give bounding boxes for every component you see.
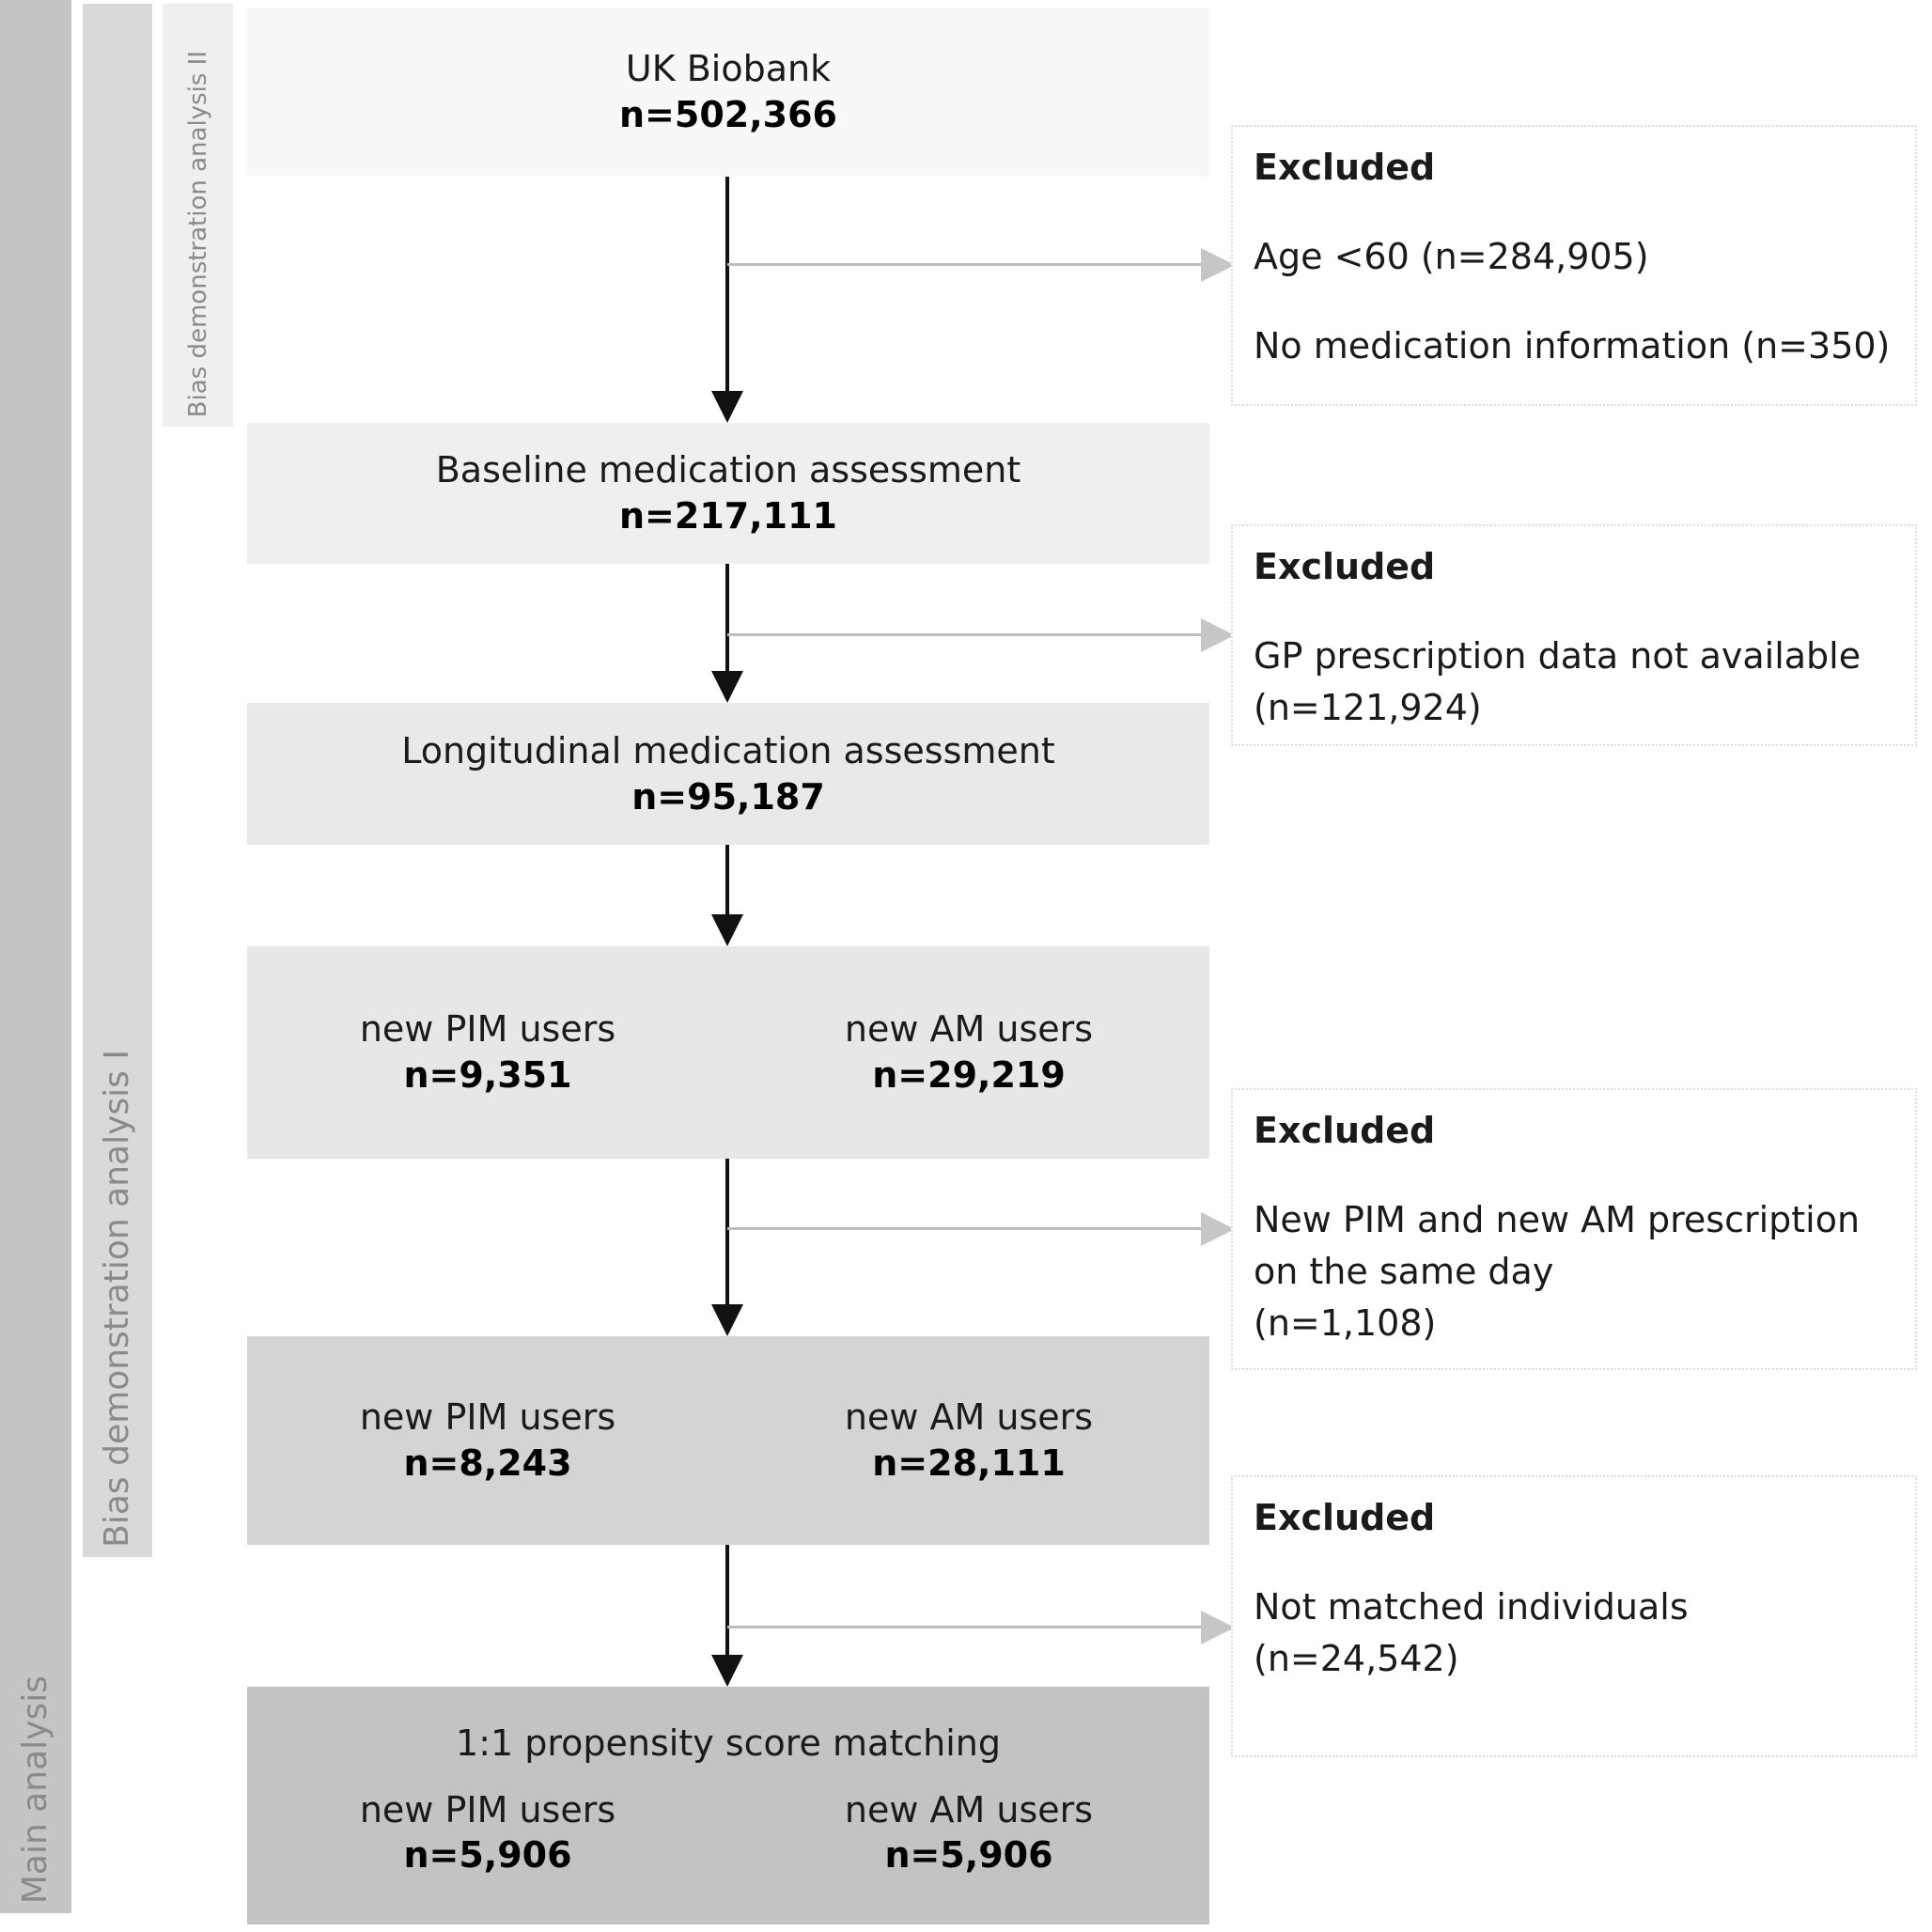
new-users-1-row: new PIM users n=9,351 new AM users n=29,…: [247, 1006, 1209, 1098]
excluded-item-line: Not matched individuals: [1254, 1586, 1689, 1628]
excluded-item-line: Age <60 (n=284,905): [1254, 236, 1649, 277]
matched-pim-users-count: n=5,906: [403, 1834, 572, 1877]
excluded-item-line: GP prescription data not available: [1254, 635, 1862, 677]
matched-pim-users-title: new PIM users: [359, 1788, 616, 1831]
matched-row: new PIM users n=5,906 new AM users n=5,9…: [247, 1787, 1209, 1878]
excluded-box-1-heading: Excluded: [1254, 147, 1436, 188]
excluded-item-line: (n=24,542): [1254, 1638, 1459, 1679]
excluded-box-3-heading: Excluded: [1254, 1110, 1436, 1151]
exclusion-arrow-2-line: [727, 633, 1203, 636]
excluded-box-2-heading: Excluded: [1254, 546, 1436, 587]
exclusion-arrow-1-head-icon: [1201, 248, 1235, 282]
flow-box-new-users-2: new PIM users n=8,243 new AM users n=28,…: [247, 1336, 1209, 1545]
propensity-matching-title: 1:1 propensity score matching: [456, 1722, 1001, 1764]
longitudinal-count: n=95,187: [631, 775, 825, 818]
excluded-item: GP prescription data not available (n=12…: [1254, 631, 1894, 734]
new-pim-users-1-count: n=9,351: [403, 1054, 572, 1096]
excluded-item-line: No medication information (n=350): [1254, 325, 1891, 366]
excluded-box-2: Excluded GP prescription data not availa…: [1231, 524, 1917, 746]
new-pim-users-2: new PIM users n=8,243: [247, 1394, 728, 1486]
down-arrow-4-line: [725, 1159, 729, 1304]
down-arrow-3-head-icon: [711, 914, 743, 946]
excluded-box-1: Excluded Age <60 (n=284,905) No medicati…: [1231, 125, 1917, 406]
matched-am-users-count: n=5,906: [884, 1834, 1053, 1877]
exclusion-arrow-3-head-icon: [1201, 1212, 1235, 1246]
down-arrow-1-head-icon: [711, 391, 743, 423]
down-arrow-5-head-icon: [711, 1655, 743, 1687]
down-arrow-4-head-icon: [711, 1304, 743, 1336]
new-am-users-1: new AM users n=29,219: [728, 1006, 1209, 1098]
band-bias-demonstration-analysis-1: Bias demonstration analysis I: [83, 4, 152, 1557]
excluded-item: Not matched individuals (n=24,542): [1254, 1581, 1894, 1685]
excluded-item: Age <60 (n=284,905): [1254, 231, 1894, 283]
exclusion-arrow-1-line: [727, 263, 1203, 266]
exclusion-arrow-4-line: [727, 1626, 1203, 1628]
new-am-users-1-title: new AM users: [844, 1008, 1094, 1051]
new-pim-users-2-count: n=8,243: [403, 1442, 572, 1484]
band-main-analysis-label: Main analysis: [16, 1675, 55, 1904]
excluded-item: New PIM and new AM prescription on the s…: [1254, 1194, 1894, 1349]
exclusion-arrow-4-head-icon: [1201, 1611, 1235, 1644]
band-bias-demonstration-analysis-2: Bias demonstration analysis II: [163, 4, 233, 427]
matched-am-users: new AM users n=5,906: [728, 1787, 1209, 1878]
new-pim-users-1: new PIM users n=9,351: [247, 1006, 728, 1098]
new-pim-users-1-title: new PIM users: [359, 1008, 616, 1051]
new-am-users-1-count: n=29,219: [872, 1054, 1066, 1096]
uk-biobank-count: n=502,366: [619, 94, 837, 135]
exclusion-arrow-2-head-icon: [1201, 618, 1235, 652]
flow-box-uk-biobank: UK Biobank n=502,366: [247, 8, 1209, 177]
down-arrow-2-line: [725, 564, 729, 671]
excluded-item: No medication information (n=350): [1254, 320, 1894, 372]
flow-box-baseline-assessment: Baseline medication assessment n=217,111: [247, 423, 1209, 564]
band-bias-analysis-2-label: Bias demonstration analysis II: [183, 50, 212, 417]
down-arrow-3-line: [725, 845, 729, 914]
flow-box-longitudinal-assessment: Longitudinal medication assessment n=95,…: [247, 703, 1209, 845]
excluded-box-4: Excluded Not matched individuals (n=24,5…: [1231, 1475, 1917, 1757]
new-am-users-2-title: new AM users: [844, 1396, 1094, 1439]
longitudinal-title: Longitudinal medication assessment: [401, 729, 1055, 771]
excluded-item-line: New PIM and new AM prescription: [1254, 1199, 1861, 1240]
band-bias-analysis-1-label: Bias demonstration analysis I: [98, 1050, 136, 1548]
baseline-count: n=217,111: [619, 495, 837, 537]
excluded-box-4-heading: Excluded: [1254, 1497, 1436, 1538]
new-am-users-2: new AM users n=28,111: [728, 1394, 1209, 1486]
exclusion-arrow-3-line: [727, 1227, 1203, 1230]
new-pim-users-2-title: new PIM users: [359, 1396, 616, 1439]
band-main-analysis: Main analysis: [0, 0, 71, 1913]
new-users-2-row: new PIM users n=8,243 new AM users n=28,…: [247, 1394, 1209, 1486]
uk-biobank-title: UK Biobank: [625, 48, 832, 90]
excluded-item-line: (n=1,108): [1254, 1302, 1437, 1344]
new-am-users-2-count: n=28,111: [872, 1442, 1066, 1484]
down-arrow-2-head-icon: [711, 671, 743, 703]
down-arrow-1-line: [725, 177, 729, 391]
excluded-box-3: Excluded New PIM and new AM prescription…: [1231, 1088, 1917, 1370]
flow-box-propensity-matched: 1:1 propensity score matching new PIM us…: [247, 1687, 1209, 1924]
flow-box-new-users-1: new PIM users n=9,351 new AM users n=29,…: [247, 946, 1209, 1159]
excluded-item-line: (n=121,924): [1254, 687, 1482, 728]
baseline-title: Baseline medication assessment: [435, 449, 1021, 491]
excluded-item-line: on the same day: [1254, 1251, 1554, 1292]
matched-pim-users: new PIM users n=5,906: [247, 1787, 728, 1878]
down-arrow-5-line: [725, 1545, 729, 1655]
matched-am-users-title: new AM users: [844, 1788, 1094, 1831]
